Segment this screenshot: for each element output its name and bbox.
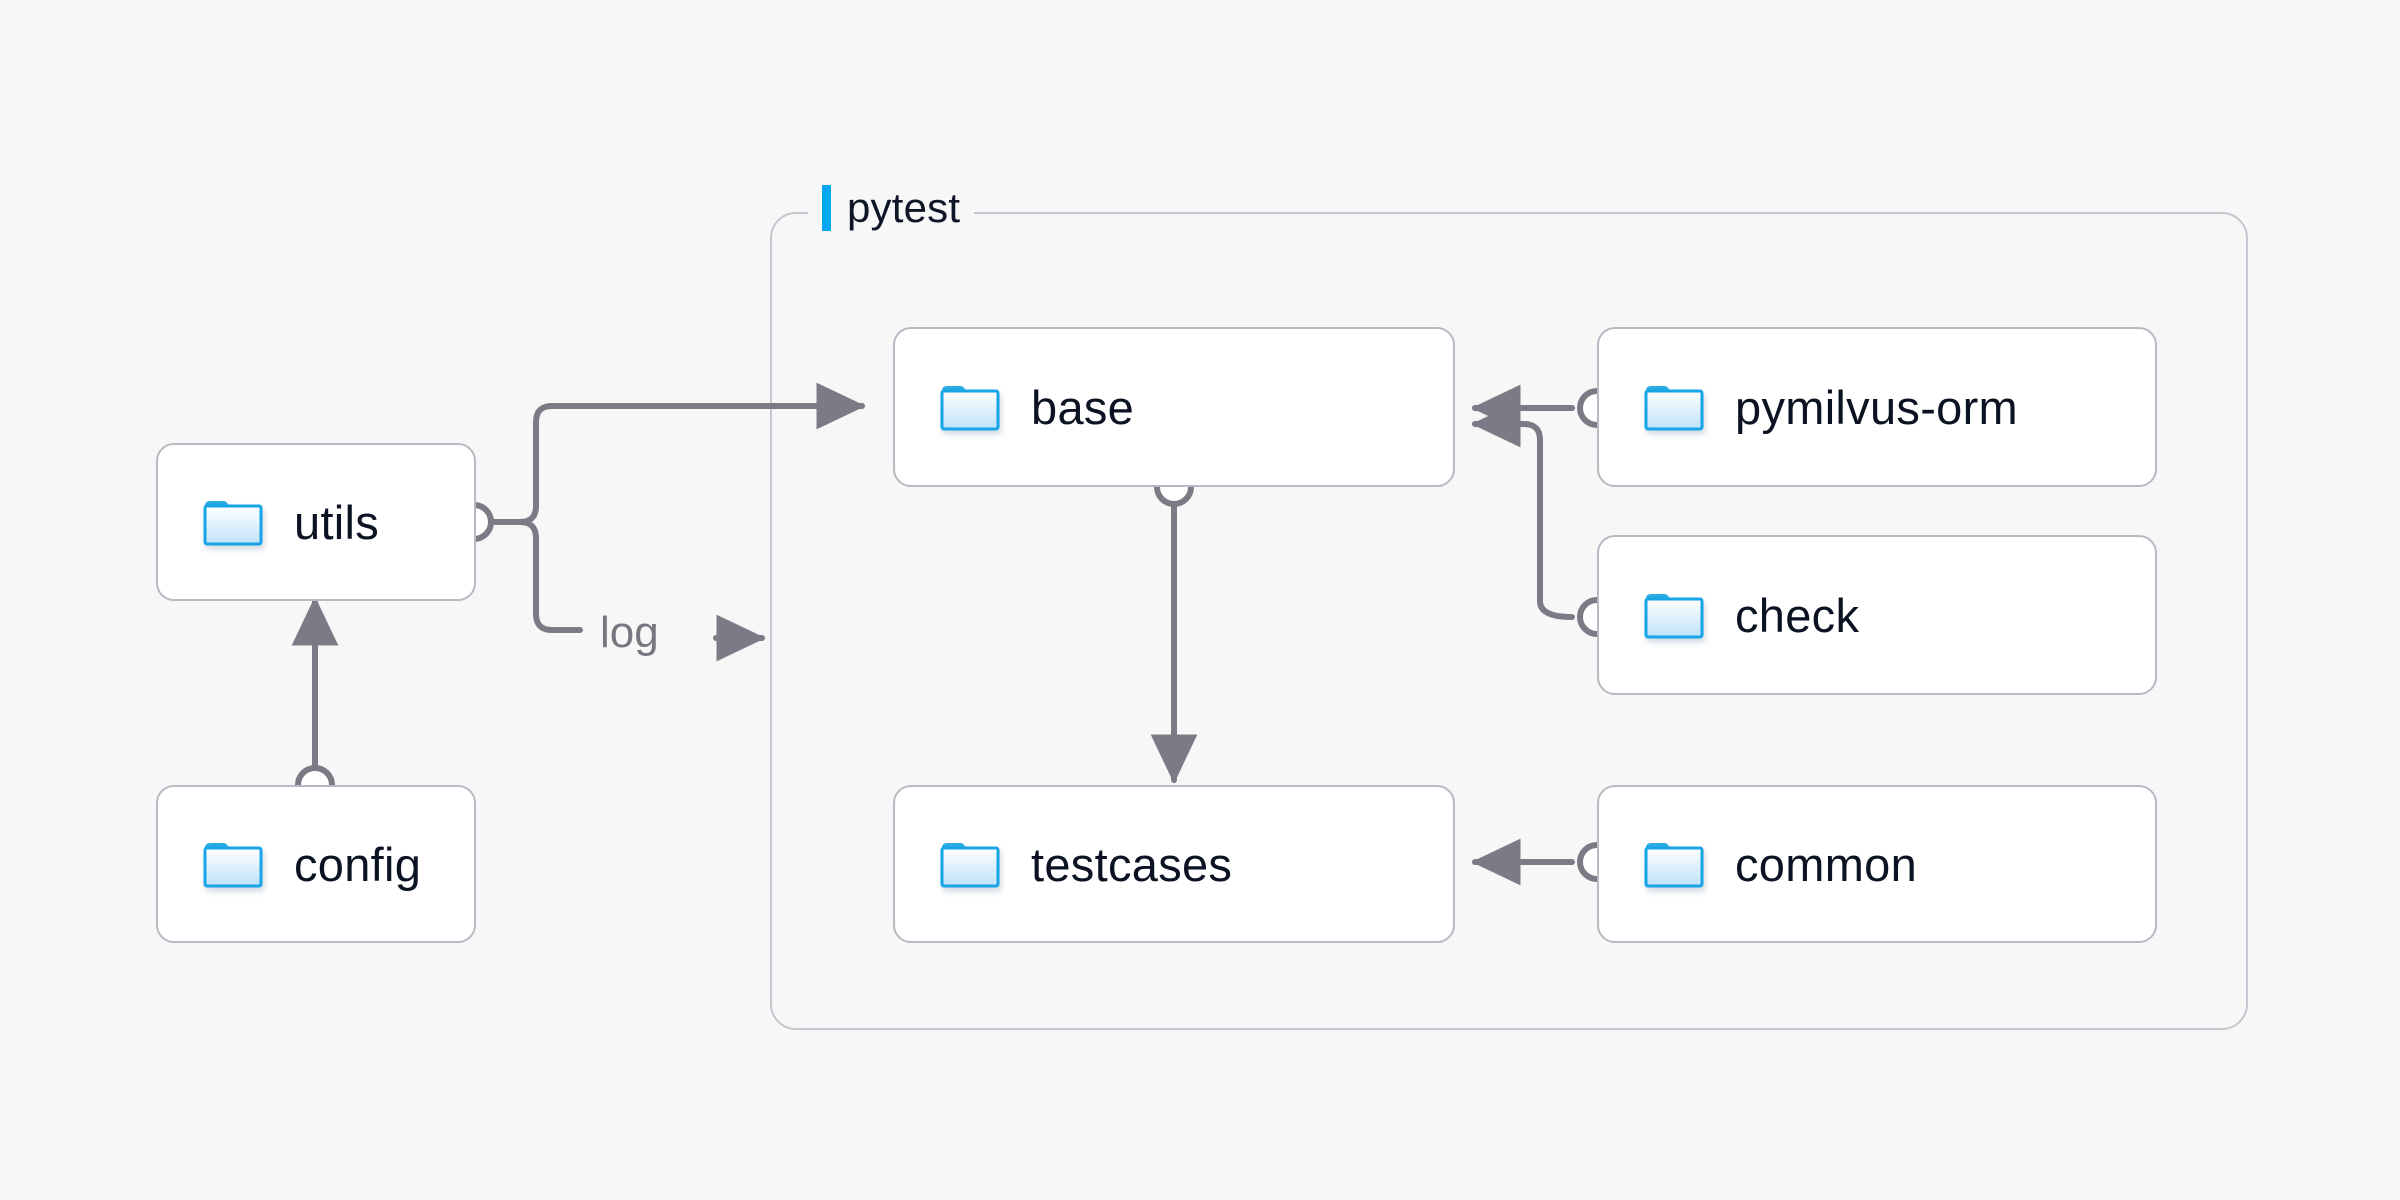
folder-icon: [202, 838, 264, 890]
node-config[interactable]: config: [156, 785, 476, 943]
folder-icon: [1643, 838, 1705, 890]
edge-label-log-text: log: [600, 608, 659, 657]
node-common[interactable]: common: [1597, 785, 2157, 943]
node-testcases[interactable]: testcases: [893, 785, 1455, 943]
group-label-pytest: pytest: [808, 182, 975, 234]
node-utils[interactable]: utils: [156, 443, 476, 601]
edge-utils-to-base: [489, 382, 866, 525]
node-label: utils: [294, 495, 380, 549]
folder-icon: [939, 381, 1001, 433]
node-pymilvus-orm[interactable]: pymilvus-orm: [1597, 327, 2157, 487]
node-base[interactable]: base: [893, 327, 1455, 487]
folder-icon: [1643, 589, 1705, 641]
node-label: common: [1735, 837, 1918, 891]
node-label: check: [1735, 588, 1860, 642]
node-label: base: [1031, 380, 1135, 434]
node-check[interactable]: check: [1597, 535, 2157, 695]
node-label: pymilvus-orm: [1735, 380, 2019, 434]
group-title: pytest: [847, 184, 961, 231]
edge-check-to-base: [1471, 400, 1575, 620]
node-label: testcases: [1031, 837, 1233, 891]
group-accent-bar: [822, 185, 831, 231]
group-container-pytest: [770, 212, 2248, 1030]
edge-label-log: log: [600, 608, 659, 658]
folder-icon: [1643, 381, 1705, 433]
folder-icon: [202, 496, 264, 548]
edge-utils-log-branch: [489, 519, 583, 633]
node-label: config: [294, 837, 422, 891]
folder-icon: [939, 838, 1001, 890]
